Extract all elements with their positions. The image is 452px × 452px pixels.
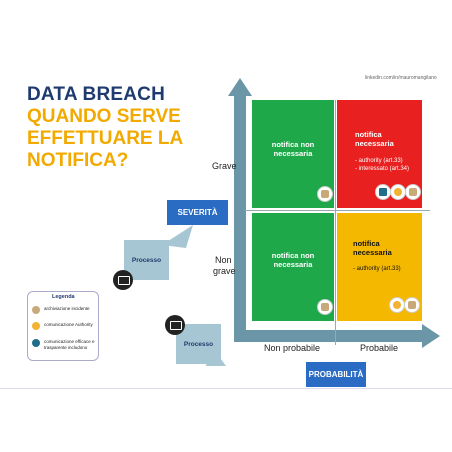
authority-icon: [32, 322, 40, 330]
x-high-label: Probabile: [360, 343, 399, 353]
quadrant-tr-title-1: notifica: [355, 130, 382, 139]
y-low-label-2: grave: [213, 266, 236, 276]
credit-text: linkedin.com/in/mauromangilano: [365, 75, 437, 81]
process-icon: [113, 270, 133, 290]
quadrant-top-right: notifica necessaria - authority (art.33)…: [337, 100, 422, 208]
quadrant-tl-title-1: notifica non: [271, 140, 315, 149]
vertical-divider: [335, 100, 336, 345]
probability-label: PROBABILITÀ: [306, 362, 366, 387]
process-box-severity: Processo: [124, 240, 169, 280]
archive-icon: [404, 297, 420, 313]
process-box-probability: Processo: [176, 324, 221, 364]
horizontal-divider: [245, 210, 430, 211]
y-low-label-1: Non: [215, 255, 232, 265]
y-axis-arrow: [228, 78, 252, 96]
y-axis: [234, 92, 246, 342]
x-low-label: Non probabile: [264, 343, 321, 353]
archive-icon: [32, 306, 40, 314]
y-high-label: Grave: [212, 161, 237, 171]
quadrant-bottom-right: notifica necessaria - authority (art.33): [337, 213, 422, 321]
title-line-1: DATA BREACH: [27, 84, 166, 105]
quadrant-br-item-1: - authority (art.33): [353, 266, 401, 272]
quadrant-br-title-2: necessaria: [353, 248, 392, 257]
archive-icon: [317, 299, 333, 315]
legend: Legenda archiviazione incidente comunica…: [27, 291, 99, 361]
severity-label: SEVERITÀ: [167, 200, 228, 225]
quadrant-bl-title-1: notifica non: [271, 251, 315, 260]
quadrant-tl-title-2: necessaria: [273, 149, 313, 158]
communication-icon: [32, 339, 40, 347]
quadrant-tr-item-1: - authority (art.33): [355, 158, 403, 164]
process-icon: [165, 315, 185, 335]
x-axis: [234, 330, 424, 342]
archive-icon: [405, 184, 421, 200]
quadrant-tr-title-2: necessaria: [355, 139, 394, 148]
quadrant-bottom-left: notifica non necessaria: [252, 213, 334, 321]
quadrant-top-left: notifica non necessaria: [252, 100, 334, 208]
x-axis-arrow: [422, 324, 440, 348]
archive-icon: [317, 186, 333, 202]
quadrant-br-title-1: notifica: [353, 239, 380, 248]
quadrant-bl-title-2: necessaria: [273, 260, 313, 269]
title-line-2: QUANDO SERVE EFFETTUARE LA NOTIFICA?: [27, 106, 183, 171]
bottom-divider: [0, 388, 452, 389]
quadrant-tr-item-2: - interessato (art.34): [355, 166, 410, 172]
legend-title: Legenda: [52, 294, 75, 300]
